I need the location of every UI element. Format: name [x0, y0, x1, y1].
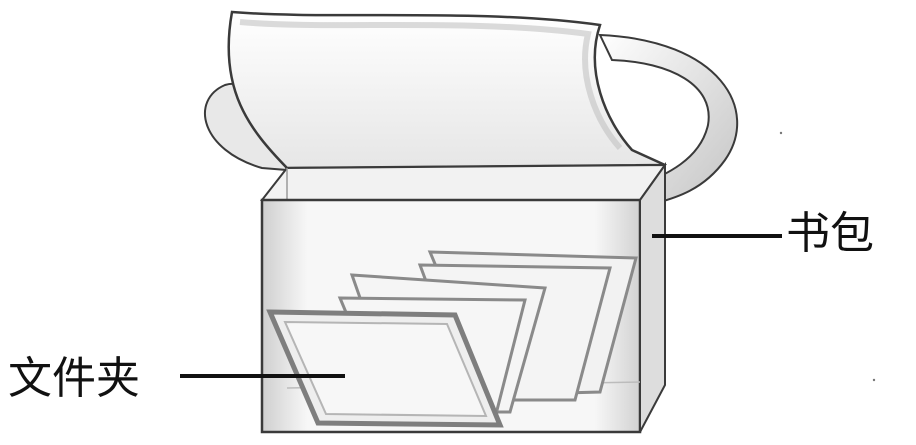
label-folder: 文件夹	[8, 357, 140, 401]
label-schoolbag: 书包	[786, 212, 874, 256]
